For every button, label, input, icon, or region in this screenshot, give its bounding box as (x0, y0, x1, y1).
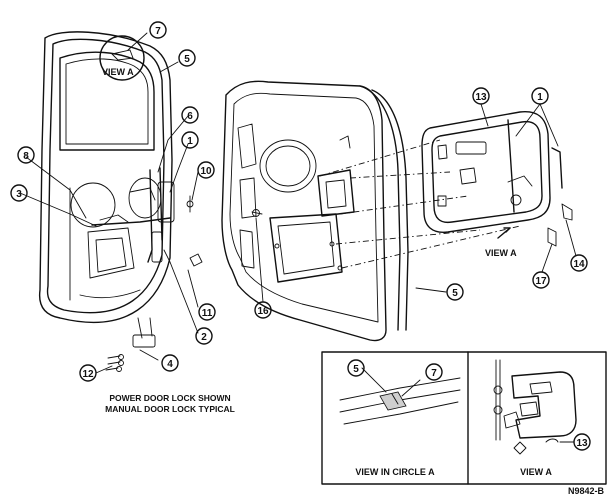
callout-16: 16 (254, 301, 272, 319)
figure-code: N9842-B (568, 486, 605, 496)
callout-13-top: 13 (472, 87, 490, 105)
svg-text:5: 5 (184, 54, 190, 65)
callout-4: 4 (161, 354, 179, 372)
callout-7-top: 7 (149, 21, 167, 39)
caption-line-2: MANUAL DOOR LOCK TYPICAL (105, 404, 235, 414)
svg-text:7: 7 (431, 368, 437, 379)
callout-10: 10 (197, 161, 215, 179)
inset-view-in-circle-a: 5 7 VIEW IN CIRCLE A (339, 359, 461, 477)
callout-5-inset (347, 359, 365, 377)
caption-line-1: POWER DOOR LOCK SHOWN (109, 393, 230, 403)
callout-1-right: 1 (531, 87, 549, 105)
callout-8: 8 (17, 146, 35, 164)
callout-2: 2 (195, 327, 213, 345)
callout-leaders (19, 32, 577, 374)
callout-5-mid: 5 (446, 283, 464, 301)
svg-text:17: 17 (535, 276, 547, 287)
svg-text:10: 10 (200, 166, 212, 177)
figure-caption: POWER DOOR LOCK SHOWN MANUAL DOOR LOCK T… (105, 393, 235, 414)
svg-text:12: 12 (82, 369, 94, 380)
callout-13-inset (573, 433, 591, 451)
svg-text:16: 16 (257, 306, 269, 317)
callout-12: 12 (79, 364, 97, 382)
callout-17: 17 (532, 271, 550, 289)
svg-text:6: 6 (187, 111, 193, 122)
svg-text:3: 3 (16, 189, 22, 200)
callout-14: 14 (570, 254, 588, 272)
svg-text:8: 8 (23, 151, 29, 162)
callout-3: 3 (10, 184, 28, 202)
svg-text:11: 11 (202, 308, 213, 319)
view-a-circle (99, 35, 145, 81)
svg-text:1: 1 (537, 92, 543, 103)
center-door-panel (221, 80, 521, 342)
left-door-assembly (38, 31, 203, 372)
view-in-circle-a-label: VIEW IN CIRCLE A (355, 467, 435, 477)
svg-text:5: 5 (452, 288, 458, 299)
svg-text:14: 14 (573, 259, 585, 270)
svg-text:7: 7 (155, 26, 161, 37)
svg-text:5: 5 (353, 364, 359, 375)
callout-5-top: 5 (178, 49, 196, 67)
callout-1-left: 1 (181, 131, 199, 149)
inset-panel: 5 7 VIEW IN CIRCLE A 13 VIEW A (321, 351, 607, 485)
svg-text:13: 13 (475, 92, 487, 103)
view-a-label-inset: VIEW A (520, 467, 552, 477)
callout-circles: 7 5 6 1 8 3 10 11 (10, 21, 588, 382)
view-a-label-top: VIEW A (102, 67, 134, 77)
svg-text:4: 4 (167, 359, 173, 370)
svg-text:13: 13 (576, 438, 588, 449)
svg-text:1: 1 (187, 136, 193, 147)
svg-text:2: 2 (201, 332, 207, 343)
inset-view-a: 13 VIEW A (493, 359, 591, 477)
callout-6: 6 (181, 106, 199, 124)
lock-module (421, 111, 573, 247)
screw-icon (105, 354, 124, 372)
callout-11: 11 (198, 303, 216, 321)
view-a-label-mid: VIEW A (485, 248, 517, 258)
callout-7-inset (425, 363, 443, 381)
